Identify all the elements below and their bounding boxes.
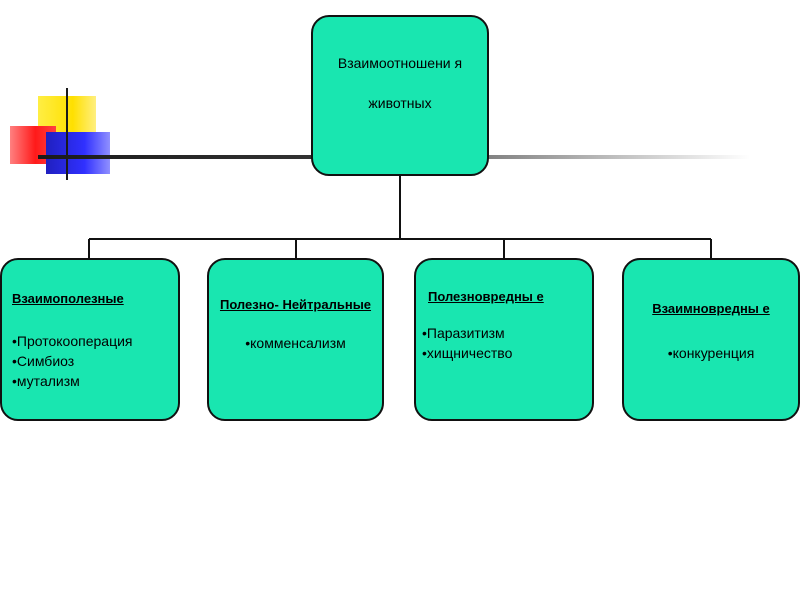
node-item: •конкуренция [667,345,755,361]
node-mutually-beneficial: Взаимополезные •Протокооперация •Симбиоз… [0,258,180,421]
node-heading: Полезно- Нейтральные [219,297,372,312]
decor-vertical-line [66,88,68,180]
node-item: •хищничество [422,345,513,361]
node-mutually-harmful: Взаимновредны е •конкуренция [622,258,800,421]
root-node: Взаимоотношени я животных [311,15,489,176]
decor-blue-square [46,132,110,174]
node-item: •Протокооперация [12,333,133,349]
root-subtitle: животных [368,95,432,111]
node-heading: Взаимновредны е [652,301,770,316]
node-item: •комменсализм [245,335,346,351]
node-item: •мутализм [12,373,80,389]
node-item: •Паразитизм [422,325,505,341]
node-item: •Симбиоз [12,353,75,369]
node-heading: Полезновредны е [428,289,544,304]
node-useful-neutral: Полезно- Нейтральные •комменсализм [207,258,384,421]
node-useful-harmful: Полезновредны е •Паразитизм •хищничество [414,258,594,421]
node-heading: Взаимополезные [12,291,124,306]
root-title: Взаимоотношени я [337,55,463,71]
